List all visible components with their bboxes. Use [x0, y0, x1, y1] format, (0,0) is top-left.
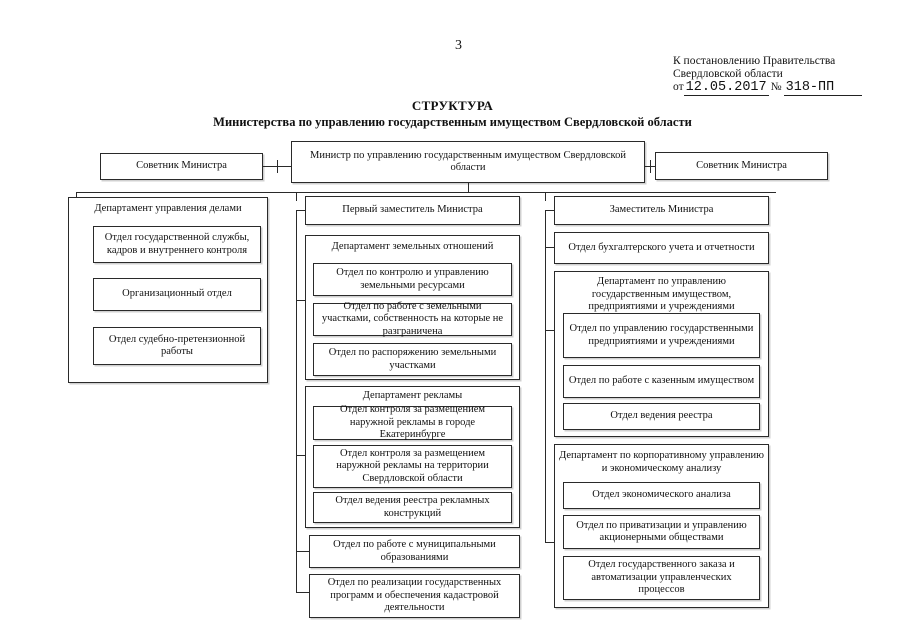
node-corp-economic-analysis: Отдел экономического анализа — [563, 482, 760, 509]
node-state-programs: Отдел по реализации государственных прог… — [309, 574, 520, 618]
number-label: № — [770, 81, 782, 93]
connector-advisor-right-tick — [650, 160, 651, 173]
group-title-dept-ads: Департамент рекламы — [362, 390, 463, 401]
node-property-treasury: Отдел по работе с казенным имуществом — [563, 365, 760, 398]
node-land-undelimited: Отдел по работе с земельными участками, … — [313, 301, 512, 337]
connector-center-to-municipal — [296, 551, 309, 552]
number-value: 318-ПП — [783, 81, 862, 96]
document-title: СТРУКТУРА — [411, 98, 494, 113]
date-label: от — [673, 81, 684, 93]
node-deputy: Заместитель Министра — [554, 196, 769, 225]
group-title-dept-property: Департамент по управлению государственны… — [588, 276, 735, 312]
node-land-disposal: Отдел по распоряжению земельными участка… — [313, 343, 512, 376]
connector-minister-stem — [468, 183, 469, 192]
connector-right-to-accounting — [545, 247, 554, 248]
document-subtitle: Министерства по управлению государственн… — [213, 115, 692, 129]
node-affairs-state-service: Отдел государственной службы, кадров и в… — [93, 226, 261, 263]
node-ads-registry: Отдел ведения реестра рекламных конструк… — [313, 492, 512, 523]
node-affairs-organizational: Организационный отдел — [93, 278, 261, 311]
node-ads-ekaterinburg: Отдел контроля за размещением наружной р… — [313, 404, 512, 440]
connector-right-to-deputy — [545, 210, 554, 211]
group-title-dept-corporate: Департамент по корпоративному управлению… — [559, 450, 764, 474]
node-advisor-left: Советник Министра — [100, 153, 263, 180]
approval-line-1: К постановлению Правительства — [673, 55, 836, 67]
group-title-dept-affairs: Департамент управления делами — [94, 203, 242, 214]
page-number: 3 — [455, 38, 462, 53]
connector-right-spine — [545, 210, 546, 542]
connector-center-spine — [296, 210, 297, 592]
node-first-deputy: Первый заместитель Министра — [305, 196, 520, 225]
connector-center-to-dept-land — [296, 300, 305, 301]
connector-center-to-dept-ads — [296, 455, 305, 456]
approval-block: К постановлению Правительства Свердловск… — [673, 55, 873, 96]
node-corp-state-order: Отдел государственного заказа и автомати… — [563, 556, 760, 600]
approval-line-2: Свердловской области — [673, 68, 783, 80]
connector-bus-drop-left — [76, 192, 77, 201]
group-title-dept-land: Департамент земельных отношений — [331, 241, 494, 252]
node-accounting: Отдел бухгалтерского учета и отчетности — [554, 232, 769, 264]
connector-bus-drop-center — [296, 192, 297, 201]
connector-right-to-dept-corporate — [545, 542, 554, 543]
node-municipal-work: Отдел по работе с муниципальными образов… — [309, 535, 520, 568]
node-property-enterprises: Отдел по управлению государственными пре… — [563, 313, 760, 358]
node-affairs-legal-claims: Отдел судебно-претензионной работы — [93, 327, 261, 365]
connector-center-to-first-deputy — [296, 210, 305, 211]
connector-right-to-dept-property — [545, 330, 554, 331]
node-advisor-right: Советник Министра — [655, 152, 828, 180]
connector-bus-drop-right — [545, 192, 546, 201]
node-property-registry: Отдел ведения реестра — [563, 403, 760, 430]
node-corp-privatization: Отдел по приватизации и управлению акцио… — [563, 515, 760, 549]
connector-center-to-programs — [296, 592, 309, 593]
connector-advisor-left-tick — [277, 160, 278, 173]
node-minister: Министр по управлению государственным им… — [291, 141, 645, 183]
approval-date-row: от 12.05.2017 № 318-ПП — [673, 81, 873, 96]
date-value: 12.05.2017 — [683, 80, 769, 96]
node-land-control: Отдел по контролю и управлению земельным… — [313, 263, 512, 296]
node-ads-region: Отдел контроля за размещением наружной р… — [313, 445, 512, 488]
connector-distribution-bus — [76, 192, 776, 193]
